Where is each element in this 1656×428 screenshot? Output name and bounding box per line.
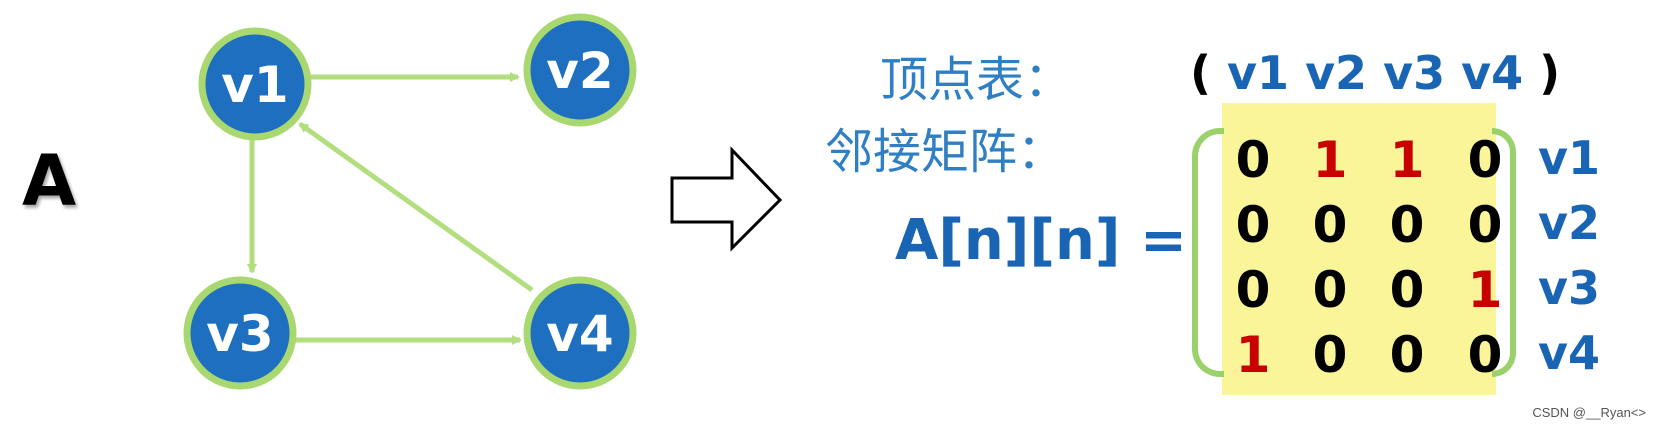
matrix-row-label: v3 (1538, 261, 1600, 315)
node-v1: v1 (198, 27, 312, 141)
edge-v4-v1 (298, 121, 534, 293)
matrix-name: A[n][n] = (895, 208, 1187, 273)
watermark: CSDN @__Ryan<> (1532, 405, 1646, 420)
node-v4: v4 (523, 276, 637, 390)
right-arrow-icon (670, 146, 783, 252)
matrix-cell: 0 (1312, 326, 1348, 384)
matrix-row-label: v2 (1538, 196, 1600, 250)
matrix-cell: 0 (1312, 196, 1348, 254)
matrix-cell: 0 (1389, 326, 1425, 384)
vertex-table-item: v1 (1227, 46, 1290, 100)
matrix-cell: 1 (1467, 261, 1503, 319)
matrix-cell: 0 (1235, 131, 1271, 189)
adjacency-matrix-label: 邻接矩阵： (825, 124, 1066, 180)
node-v4-label: v4 (546, 305, 613, 363)
node-v2-label: v2 (546, 42, 613, 100)
matrix-cell: 0 (1467, 196, 1503, 254)
vertex-table-item: v2 (1305, 46, 1368, 100)
matrix-cell: 0 (1235, 261, 1271, 319)
matrix-cell: 1 (1312, 131, 1348, 189)
vertex-table-close-paren: ) (1539, 46, 1561, 100)
node-v3: v3 (183, 276, 297, 390)
vertex-table-row: ( v1 v2 v3 v4 ) (1190, 46, 1560, 100)
matrix-row-label: v4 (1538, 326, 1600, 380)
vertex-table-item: v3 (1383, 46, 1446, 100)
matrix-bracket-left (1192, 128, 1224, 377)
matrix-cell: 0 (1312, 261, 1348, 319)
matrix-cell: 1 (1235, 326, 1271, 384)
matrix-cell: 0 (1389, 196, 1425, 254)
vertex-table-item: v4 (1461, 46, 1524, 100)
node-v3-label: v3 (206, 305, 273, 363)
matrix-cell: 0 (1389, 261, 1425, 319)
vertex-table-open-paren: ( (1190, 46, 1212, 100)
matrix-cell: 0 (1467, 326, 1503, 384)
matrix-row-label: v1 (1538, 131, 1600, 185)
vertex-table-label: 顶点表： (880, 52, 1073, 108)
node-v2: v2 (523, 13, 637, 127)
matrix-cell: 0 (1235, 196, 1271, 254)
matrix-cell: 0 (1467, 131, 1503, 189)
matrix-cell: 1 (1389, 131, 1425, 189)
node-v1-label: v1 (221, 56, 288, 114)
graph-label: A (22, 140, 77, 222)
matrix-highlight (1222, 103, 1496, 395)
